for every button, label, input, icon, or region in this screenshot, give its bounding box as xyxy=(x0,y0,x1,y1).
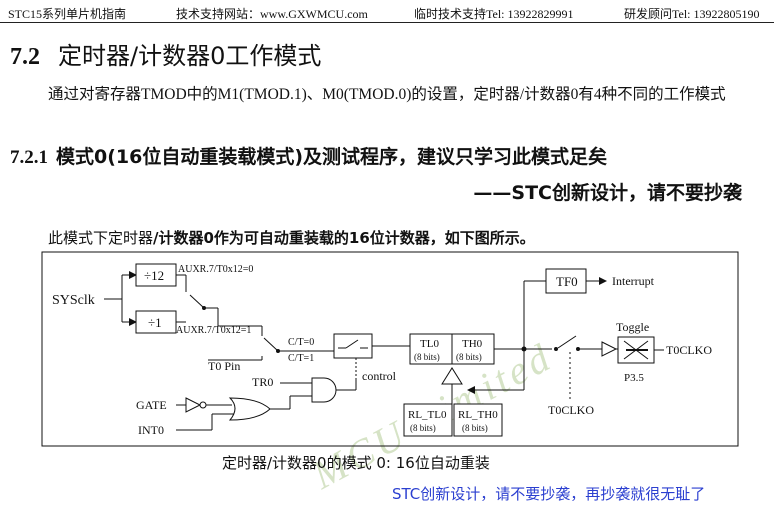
ct1-label: C/T=1 xyxy=(288,353,314,364)
subsection-number: 7.2.1 xyxy=(10,147,48,168)
footer-note: STC创新设计，请不要抄袭，再抄袭就很无耻了 xyxy=(392,485,706,503)
tl0-bits: (8 bits) xyxy=(414,352,440,362)
gate-label: GATE xyxy=(136,398,167,412)
intro-bold: /计数器0作为可自动重装载的16位计数器，如下图所示。 xyxy=(153,229,535,247)
header-tel: 临时技术支持Tel: 13922829991 xyxy=(414,7,574,21)
rl-th0-bits: (8 bits) xyxy=(462,423,488,433)
rl-th0-label: RL_TH0 xyxy=(458,409,498,421)
tf0-label: TF0 xyxy=(556,274,578,289)
interrupt-label: Interrupt xyxy=(612,274,655,288)
header-advisor: 研发顾问Tel: 13922805190 xyxy=(624,7,760,21)
div1-label: ÷1 xyxy=(148,315,162,330)
section-number: 7.2 xyxy=(10,44,40,70)
th0-label: TH0 xyxy=(462,338,483,350)
and-gate xyxy=(311,377,337,403)
reload-arrow xyxy=(441,367,463,385)
rl-tl0-bits: (8 bits) xyxy=(410,423,436,433)
subsection-title: 模式0(16位自动重装载模式)及测试程序，建议只学习此模式足矣 xyxy=(56,146,608,168)
sysclk-label: SYSclk xyxy=(52,293,95,308)
section-paragraph: 通过对寄存器TMOD中的M1(TMOD.1)、M0(TMOD.0)的设置，定时器… xyxy=(48,86,726,103)
auxr-top-label: AUXR.7/T0x12=0 xyxy=(178,264,253,275)
tr0-label: TR0 xyxy=(252,375,273,389)
toggle-label: Toggle xyxy=(616,320,649,334)
diagram-caption: 定时器/计数器0的模式 0: 16位自动重装 xyxy=(222,454,490,472)
page-header: STC15系列单片机指南 技术支持网站：www.GXWMCU.com 临时技术支… xyxy=(0,0,774,23)
diagram-intro: 此模式下定时器/计数器0作为可自动重装载的16位计数器，如下图所示。 xyxy=(48,227,535,248)
header-website: 技术支持网站：www.GXWMCU.com xyxy=(176,7,368,21)
div12-label: ÷12 xyxy=(144,268,164,283)
section-title: 定时器/计数器0工作模式 xyxy=(58,42,322,70)
auxr-bot-label: AUXR.7/T0x12=1 xyxy=(176,325,251,336)
or-gate xyxy=(228,397,271,421)
tl0-register xyxy=(409,333,453,365)
control-label: control xyxy=(362,369,397,383)
th0-bits: (8 bits) xyxy=(456,352,482,362)
rl-th0-register xyxy=(453,403,503,437)
t0pin-label: T0 Pin xyxy=(208,359,240,373)
diagram-border xyxy=(41,251,739,447)
control-switch-box xyxy=(333,333,373,359)
section-heading: 7.2 定时器/计数器0工作模式 xyxy=(10,36,321,71)
t0clko-enable-label: T0CLKO xyxy=(548,403,594,417)
ct0-label: C/T=0 xyxy=(288,337,314,348)
t0clko-label: T0CLKO xyxy=(666,343,712,357)
header-book: STC15系列单片机指南 xyxy=(8,7,127,21)
not-gate xyxy=(185,397,202,413)
intro-plain: 此模式下定时器 xyxy=(48,229,154,247)
subsection-heading: 7.2.1 模式0(16位自动重装载模式)及测试程序，建议只学习此模式足矣 xyxy=(10,142,607,169)
rl-tl0-label: RL_TL0 xyxy=(408,409,447,421)
tl0-label: TL0 xyxy=(420,338,439,350)
rl-tl0-register xyxy=(403,403,453,437)
int0-label: INT0 xyxy=(138,423,164,437)
subsection-byline: ——STC创新设计，请不要抄袭 xyxy=(473,182,742,204)
p35-label: P3.5 xyxy=(624,372,644,384)
